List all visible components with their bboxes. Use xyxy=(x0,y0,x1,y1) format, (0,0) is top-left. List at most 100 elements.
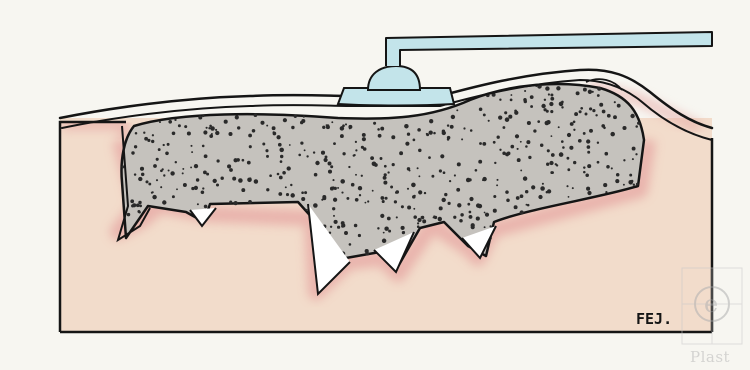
foam-pore xyxy=(550,97,554,101)
foam-pore xyxy=(470,129,473,132)
suction-port-dome xyxy=(368,66,420,90)
foam-pore xyxy=(248,134,252,138)
foam-pore xyxy=(583,132,586,135)
foam-pore xyxy=(224,120,228,124)
foam-pore xyxy=(172,132,176,136)
foam-pore xyxy=(301,197,305,201)
foam-pore xyxy=(498,115,502,119)
foam-pore xyxy=(206,127,208,129)
foam-pore xyxy=(328,162,332,166)
foam-pore xyxy=(433,132,436,135)
foam-pore xyxy=(337,187,339,189)
foam-pore xyxy=(163,174,165,176)
foam-pore xyxy=(632,147,636,151)
foam-pore xyxy=(431,175,434,178)
foam-pore xyxy=(556,86,560,90)
foam-pore xyxy=(417,128,421,132)
foam-pore xyxy=(304,149,306,151)
foam-pore xyxy=(411,183,416,188)
foam-pore xyxy=(475,169,478,172)
foam-pore xyxy=(592,91,594,93)
foam-pore xyxy=(280,155,283,158)
foam-pore xyxy=(497,136,500,139)
foam-pore xyxy=(453,216,456,219)
foam-pore xyxy=(333,198,337,202)
foam-pore xyxy=(304,191,307,194)
foam-pore xyxy=(290,193,294,197)
foam-pore xyxy=(202,115,204,117)
foam-pore xyxy=(603,183,607,187)
foam-pore xyxy=(542,183,544,185)
foam-pore xyxy=(377,128,380,131)
foam-pore xyxy=(514,205,518,209)
foam-pore xyxy=(378,134,382,138)
foam-pore xyxy=(160,169,163,172)
foam-pore xyxy=(541,104,545,108)
foam-pore xyxy=(520,141,522,143)
foam-pore xyxy=(496,179,498,181)
foam-pore xyxy=(232,177,236,181)
foam-pore xyxy=(172,195,175,198)
foam-pore xyxy=(632,158,634,160)
foam-pore xyxy=(238,178,243,183)
foam-pore xyxy=(130,199,134,203)
foam-pore xyxy=(354,224,358,228)
foam-pore xyxy=(306,155,308,157)
foam-pore xyxy=(298,154,301,157)
foam-pore xyxy=(429,130,433,134)
foam-pore xyxy=(206,173,209,176)
foam-pore xyxy=(597,142,599,144)
foam-pore xyxy=(287,166,291,170)
foam-pore xyxy=(160,186,162,188)
foam-pore xyxy=(508,115,512,119)
foam-pore xyxy=(413,195,415,197)
foam-pore xyxy=(569,146,573,150)
foam-pore xyxy=(355,141,357,143)
foam-pore xyxy=(134,145,137,148)
foam-pore xyxy=(233,158,237,162)
foam-pore xyxy=(439,206,443,210)
foam-pore xyxy=(361,175,363,177)
foam-pore xyxy=(136,203,140,207)
foam-pore xyxy=(134,173,136,175)
foam-pore xyxy=(556,164,558,166)
foam-pore xyxy=(597,161,600,164)
foam-pore xyxy=(603,127,606,130)
foam-pore xyxy=(451,115,455,119)
foam-pore xyxy=(382,200,385,203)
foam-pore xyxy=(622,126,626,130)
foam-pore xyxy=(413,139,416,142)
foam-pore xyxy=(520,210,524,214)
foam-pore xyxy=(387,171,389,173)
foam-pore xyxy=(461,138,463,140)
foam-pore xyxy=(417,225,420,228)
foam-pore xyxy=(623,159,625,161)
foam-pore xyxy=(527,204,530,207)
foam-pore xyxy=(631,180,634,183)
foam-pore xyxy=(326,125,330,129)
foam-pore xyxy=(606,165,610,169)
foam-pore xyxy=(407,188,409,190)
foam-pore xyxy=(241,188,245,192)
foam-pore xyxy=(559,102,564,107)
foam-pore xyxy=(418,175,420,177)
foam-pore xyxy=(363,147,367,151)
foam-pore xyxy=(567,133,571,137)
foam-pore xyxy=(374,163,378,167)
foam-pore xyxy=(476,203,480,207)
foam-pore xyxy=(301,191,304,194)
foam-pore xyxy=(197,203,199,205)
foam-pore xyxy=(385,197,388,200)
foam-pore xyxy=(637,122,640,125)
foam-pore xyxy=(417,222,419,224)
foam-pore xyxy=(194,186,198,190)
foam-pore xyxy=(417,167,419,169)
foam-pore xyxy=(194,164,198,168)
foam-pore xyxy=(272,126,276,130)
foam-pore xyxy=(355,149,357,151)
foam-pore xyxy=(401,205,404,208)
foam-pore xyxy=(358,234,361,237)
foam-pore xyxy=(494,162,496,164)
foam-pore xyxy=(332,186,335,189)
